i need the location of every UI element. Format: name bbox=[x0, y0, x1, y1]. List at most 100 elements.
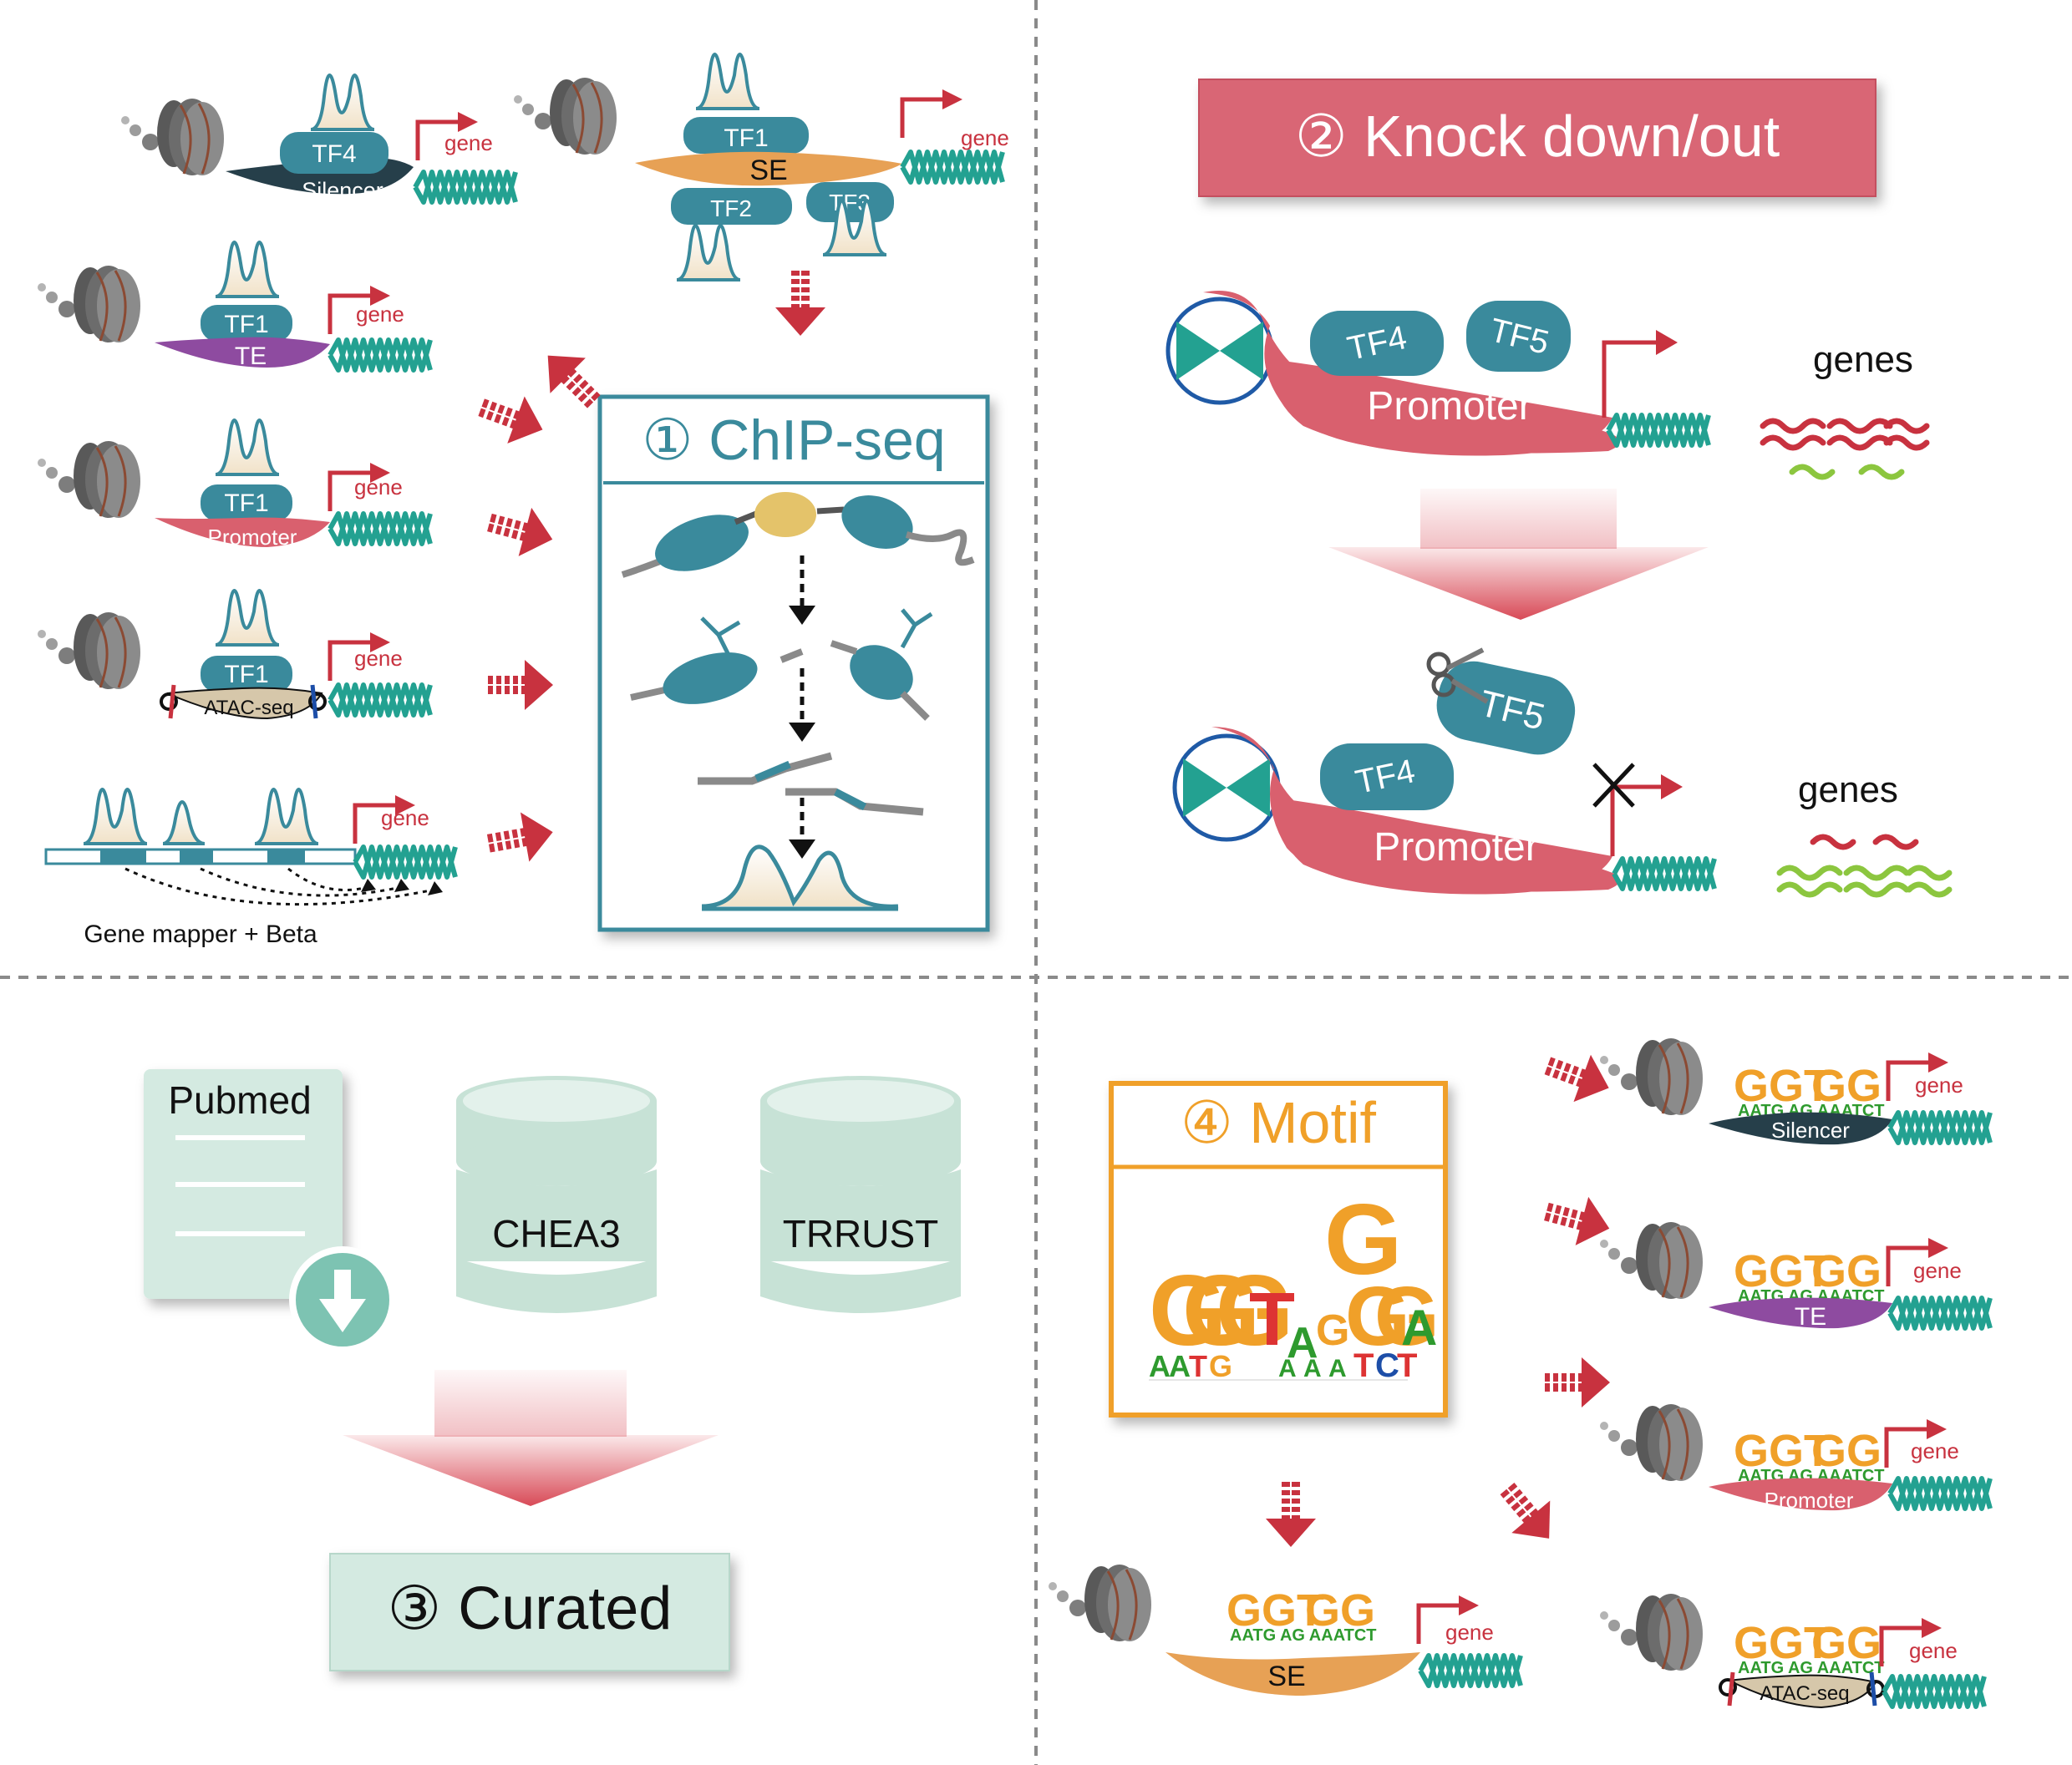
panel-motif: ④ Motif G G G T A G G G G A A A T G A A … bbox=[1047, 1037, 1990, 1707]
motif-d2-gene: gene bbox=[1913, 1258, 1962, 1283]
chip-d2-tf2: TF2 bbox=[710, 195, 752, 221]
motif-box: ④ Motif G G G T A G G G G A A A T G A A … bbox=[1109, 1081, 1448, 1418]
logo-letter-2: G bbox=[1182, 1255, 1260, 1367]
mapper-gene: gene bbox=[381, 805, 429, 830]
chip-d4-gene: gene bbox=[354, 474, 403, 500]
knock-normal-state: Promoter TF4 TF5 genes bbox=[1166, 291, 1930, 480]
chip-diagram-silencer: TF4 Silencer gene bbox=[119, 74, 515, 203]
motif-d1-gene: gene bbox=[1915, 1073, 1963, 1098]
chip-diagram-promoter: TF1 Promoter gene bbox=[36, 418, 430, 550]
chip-d4-element: Promoter bbox=[208, 525, 297, 550]
motif-diagram-se: GGT GG AATG AG AAATCT SE gene bbox=[1047, 1563, 1521, 1696]
chip-d5-gene: gene bbox=[354, 646, 403, 671]
logo-letter-4: T bbox=[1249, 1278, 1295, 1362]
chip-d1-gene: gene bbox=[444, 130, 493, 155]
logo-letter-7: G bbox=[1345, 1270, 1410, 1363]
chip-d3-tf: TF1 bbox=[224, 311, 268, 338]
chip-d1-element: Silencer bbox=[302, 178, 383, 203]
svg-text:GGT: GGT bbox=[1734, 1426, 1831, 1476]
svg-text:AATG AG AAATCT: AATG AG AAATCT bbox=[1230, 1626, 1377, 1645]
motif-d5-gene: gene bbox=[1909, 1638, 1958, 1663]
chip-d5-element: ATAC-seq bbox=[204, 697, 293, 719]
motif-d5-element: ATAC-seq bbox=[1760, 1682, 1849, 1705]
knock-top-genes: genes bbox=[1813, 339, 1913, 380]
panel-curated: Pubmed CHEA3 TRRUST bbox=[144, 1069, 961, 1671]
knock-transition-arrow bbox=[1328, 547, 1709, 620]
chip-d4-tf: TF1 bbox=[224, 489, 268, 517]
trrust-database-icon: TRRUST bbox=[760, 1076, 961, 1313]
logo-low-1: A bbox=[1149, 1349, 1171, 1383]
logo-letter-8: G bbox=[1324, 1184, 1402, 1296]
motif-d3-gene: gene bbox=[1911, 1438, 1959, 1463]
motif-diagram-silencer: GGT GG AATG AG AAATCT Silencer gene bbox=[1598, 1037, 1990, 1144]
scissors-icon bbox=[1426, 647, 1489, 704]
motif-title: ④ Motif bbox=[1181, 1090, 1376, 1155]
chip-d3-element: TE bbox=[235, 342, 267, 370]
chip-d2-element: SE bbox=[749, 155, 787, 186]
knock-knocked-state: Promoter TF4 TF5 genes bbox=[1172, 647, 1953, 898]
svg-text:GGT: GGT bbox=[1734, 1246, 1831, 1296]
chip-d3-gene: gene bbox=[356, 302, 404, 327]
logo-low-5: A bbox=[1278, 1355, 1297, 1382]
svg-text:GGT: GGT bbox=[1734, 1618, 1831, 1668]
chip-diagram-te: TF1 TE gene bbox=[36, 241, 430, 370]
curated-arrow-stem bbox=[434, 1370, 627, 1437]
logo-low-3: T bbox=[1189, 1349, 1207, 1383]
motif-d3-element: Promoter bbox=[1765, 1488, 1854, 1513]
chip-diagram-mapper: gene Gene mapper + Beta bbox=[44, 788, 455, 948]
svg-text:GGT: GGT bbox=[1734, 1061, 1831, 1111]
chea3-database-icon: CHEA3 bbox=[456, 1076, 657, 1313]
chip-diagram-atac: TF1 ATAC-seq gene bbox=[36, 589, 430, 720]
chip-d5-tf: TF1 bbox=[224, 661, 268, 688]
curated-transition-arrow bbox=[343, 1435, 719, 1506]
motif-diagram-te: GGT GG AATG AG AAATCT TE gene bbox=[1598, 1220, 1990, 1331]
logo-letter-6: G bbox=[1316, 1306, 1349, 1355]
logo-low-4: G bbox=[1209, 1349, 1232, 1383]
motif-logo: G G G T A G G G G A A A T G A A A T C T bbox=[1149, 1184, 1440, 1384]
knock-bottom-element: Promoter bbox=[1374, 825, 1538, 870]
chipseq-box: ① ChIP-seq bbox=[597, 394, 990, 932]
chip-diagram-se: TF1 SE TF2 TF3 gene bbox=[512, 53, 1009, 281]
logo-low-2: A bbox=[1169, 1349, 1191, 1383]
chip-d2-gene: gene bbox=[961, 125, 1009, 150]
motif-d4-element: SE bbox=[1267, 1661, 1305, 1692]
pubmed-document-icon: Pubmed bbox=[144, 1069, 396, 1353]
motif-d1-element: Silencer bbox=[1771, 1118, 1850, 1143]
logo-letter-5: A bbox=[1287, 1319, 1318, 1367]
curated-title: ③ Curated bbox=[388, 1575, 673, 1642]
curated-banner: ③ Curated bbox=[329, 1553, 730, 1671]
logo-low-6: A bbox=[1303, 1355, 1322, 1382]
knock-banner: ② Knock down/out bbox=[1198, 79, 1876, 197]
mapper-caption: Gene mapper + Beta bbox=[84, 921, 317, 948]
svg-text:GG: GG bbox=[1811, 1618, 1882, 1668]
knock-title: ② Knock down/out bbox=[1295, 104, 1780, 169]
motif-diagram-atac: GGT GG AATG AG AAATCT ATAC-seq gene bbox=[1598, 1592, 1984, 1707]
knock-bottom-genes: genes bbox=[1798, 769, 1898, 810]
svg-text:GG: GG bbox=[1811, 1426, 1882, 1476]
svg-text:GG: GG bbox=[1811, 1061, 1882, 1111]
panel-knockdown: ② Knock down/out Promoter TF4 TF5 genes bbox=[1166, 79, 1953, 898]
logo-low-8: T bbox=[1353, 1347, 1374, 1384]
trrust-label: TRRUST bbox=[783, 1212, 939, 1255]
knock-arrow-stem bbox=[1420, 489, 1617, 549]
svg-text:GGT: GGT bbox=[1226, 1585, 1324, 1636]
pubmed-label: Pubmed bbox=[168, 1078, 311, 1122]
chip-d1-tf: TF4 bbox=[312, 140, 356, 168]
logo-letter-3: G bbox=[1216, 1255, 1293, 1367]
panel-chipseq: ① ChIP-seq bbox=[36, 53, 1009, 948]
logo-letter-10: A bbox=[1401, 1300, 1437, 1356]
svg-text:GG: GG bbox=[1305, 1585, 1375, 1636]
logo-low-10: T bbox=[1397, 1347, 1417, 1384]
chipseq-workflow-graphic bbox=[621, 492, 975, 911]
logo-letter-1: G bbox=[1149, 1255, 1226, 1367]
motif-d4-gene: gene bbox=[1445, 1620, 1494, 1645]
logo-letter-9: G bbox=[1374, 1270, 1440, 1363]
logo-low-9: C bbox=[1375, 1347, 1399, 1384]
chip-d2-tf1: TF1 bbox=[724, 124, 768, 152]
logo-low-7: A bbox=[1328, 1355, 1347, 1382]
svg-text:GG: GG bbox=[1811, 1246, 1882, 1296]
motif-d2-element: TE bbox=[1795, 1303, 1826, 1331]
svg-text:AATG AG AAATCT: AATG AG AAATCT bbox=[1738, 1659, 1885, 1677]
knock-top-element: Promoter bbox=[1367, 384, 1531, 429]
